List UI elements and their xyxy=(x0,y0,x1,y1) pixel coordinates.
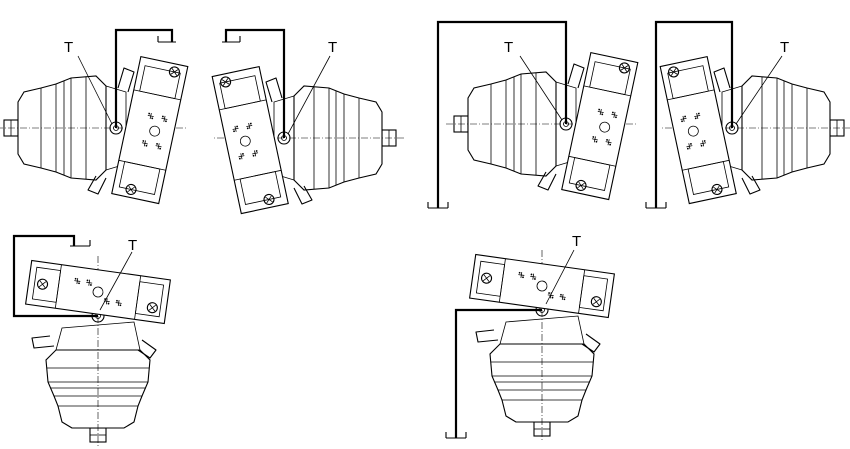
drain-line-2 xyxy=(224,28,286,138)
port-label-t: T xyxy=(504,39,513,56)
drain-line-6 xyxy=(454,308,542,438)
leader-line-2 xyxy=(287,55,331,135)
motor-view-1: T xyxy=(0,28,188,204)
port-label-t: T xyxy=(572,233,581,250)
motor-view-4: T xyxy=(645,20,850,209)
port-label-t: T xyxy=(128,237,137,254)
motor-view-6: T xyxy=(445,233,614,440)
tank-symbol-5 xyxy=(70,240,91,247)
tank-symbol-3 xyxy=(427,202,449,209)
leader-line-3 xyxy=(519,55,563,121)
port-label-t: T xyxy=(64,39,73,56)
drain-line-4 xyxy=(654,20,734,208)
tank-symbol-1 xyxy=(157,36,176,43)
tank-symbol-4 xyxy=(645,202,667,209)
motor-view-5: T xyxy=(12,234,170,446)
drain-line-5 xyxy=(12,234,98,318)
motor-view-3: T xyxy=(427,20,638,209)
port-label-t: T xyxy=(328,39,337,56)
leader-line-1 xyxy=(77,55,113,125)
drain-line-3 xyxy=(436,20,568,208)
port-label-t: T xyxy=(780,39,789,56)
tank-symbol-6 xyxy=(445,432,467,439)
tank-symbol-2 xyxy=(222,36,241,43)
leader-line-6 xyxy=(545,249,575,305)
drain-line-1 xyxy=(114,28,174,128)
leader-line-4 xyxy=(735,55,783,125)
leader-line-5 xyxy=(99,251,133,311)
motor-view-2: T xyxy=(212,28,404,214)
